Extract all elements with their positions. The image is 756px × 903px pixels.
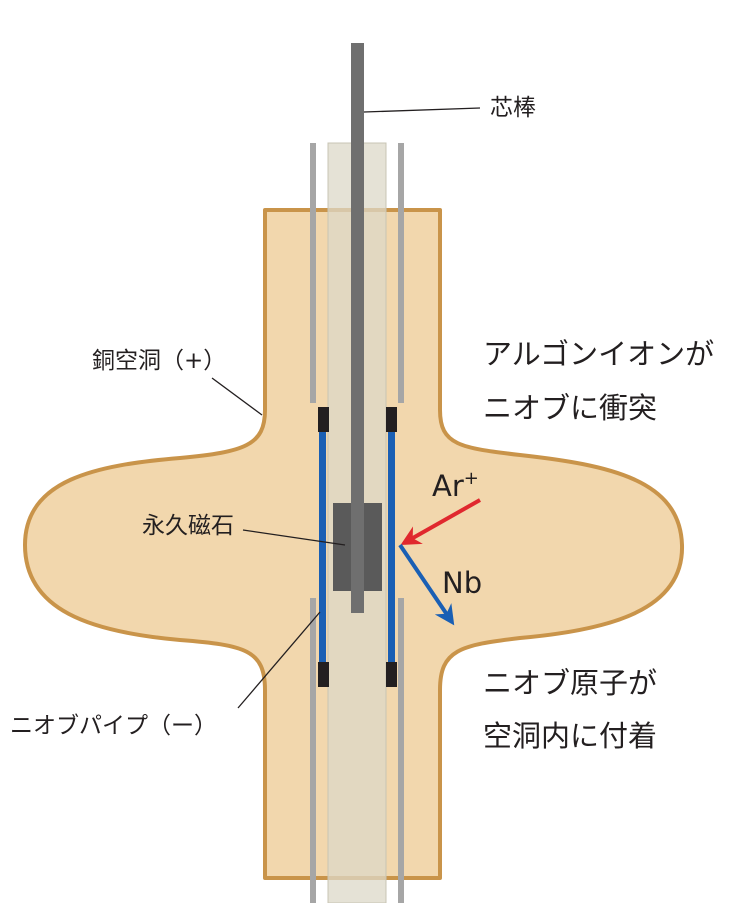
label-niobium: Nb [442,566,482,600]
label-argon-ion: Ar+ [432,468,479,503]
outer-line-right-top [398,143,404,403]
label-core-rod: 芯棒 [490,95,536,121]
niobium-pipe-right [388,432,395,662]
leader-copper-cavity [211,377,263,416]
outer-line-left-bottom [310,598,316,903]
leader-core-rod [363,107,481,113]
label-permanent-magnet: 永久磁石 [142,513,234,539]
leader-niobium-pipe [237,611,321,709]
argon-ion-arrow [400,498,481,545]
seal-bottom-left [318,662,329,687]
niobium-pipe-left [319,432,326,662]
label-copper-cavity: 銅空洞（+） [92,348,226,374]
label-niobium-pipe: ニオブパイプ（ー） [10,713,217,739]
label-argon-ion-sup: + [464,468,479,489]
seal-bottom-right [386,662,397,687]
seal-top-left [318,407,329,432]
leader-magnet [242,529,346,546]
note-deposit-line2: 空洞内に付着 [483,719,657,753]
note-collision-line2: ニオブに衝突 [483,391,657,425]
label-argon-ion-base: Ar [432,469,464,503]
note-collision-line1: アルゴンイオンが [483,337,714,371]
note-deposit-line1: ニオブ原子が [483,666,657,700]
core-rod [351,43,364,613]
outer-line-right-bottom [398,598,404,903]
seal-top-right [386,407,397,432]
niobium-arrow [398,543,455,626]
outer-line-left-top [310,143,316,403]
